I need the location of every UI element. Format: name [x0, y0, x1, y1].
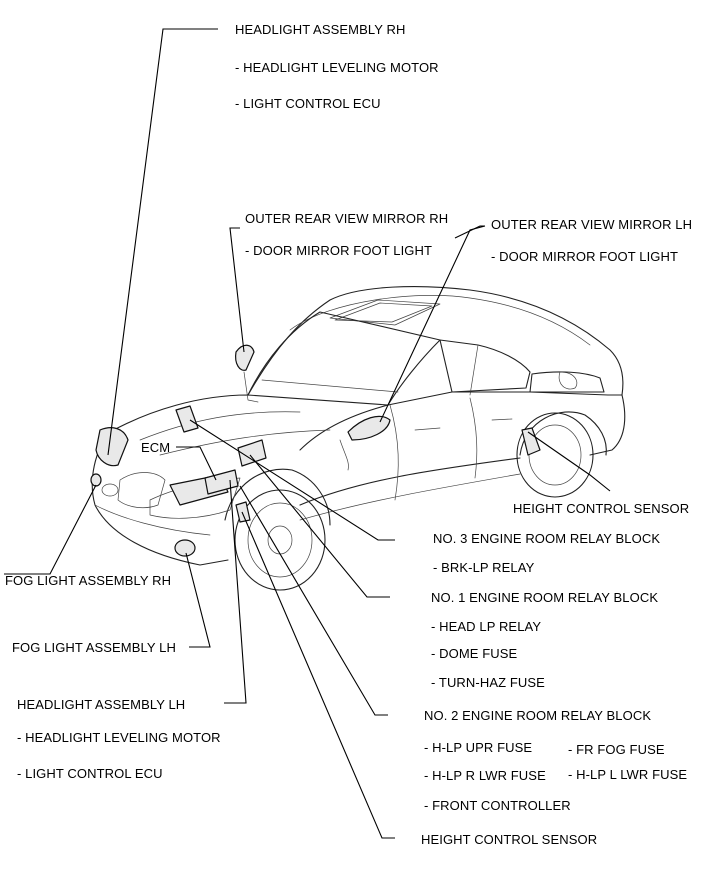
label-outer-mirror-rh: OUTER REAR VIEW MIRROR RH [245, 211, 449, 226]
label-relay-block-1: NO. 1 ENGINE ROOM RELAY BLOCK [431, 590, 659, 605]
label-fog-light-rh: FOG LIGHT ASSEMBLY RH [5, 573, 172, 588]
label-mirror-rh-foot-light: - DOOR MIRROR FOOT LIGHT [245, 243, 433, 258]
label-dome-fuse: - DOME FUSE [431, 646, 518, 661]
label-relay-block-2: NO. 2 ENGINE ROOM RELAY BLOCK [424, 708, 652, 723]
label-outer-mirror-lh: OUTER REAR VIEW MIRROR LH [491, 217, 693, 232]
label-brk-lp-relay: - BRK-LP RELAY [433, 560, 535, 575]
label-hlp-r-lwr-fuse: - H-LP R LWR FUSE [424, 768, 546, 783]
label-fr-fog-fuse: - FR FOG FUSE [568, 742, 665, 757]
label-mirror-lh-foot-light: - DOOR MIRROR FOOT LIGHT [491, 249, 679, 264]
label-headlight-lh-light-control-ecu: - LIGHT CONTROL ECU [17, 766, 163, 781]
label-height-control-sensor-front: HEIGHT CONTROL SENSOR [421, 832, 598, 847]
label-headlight-assembly-rh: HEADLIGHT ASSEMBLY RH [235, 22, 406, 37]
label-headlight-rh-leveling-motor: - HEADLIGHT LEVELING MOTOR [235, 60, 439, 75]
label-relay-block-3: NO. 3 ENGINE ROOM RELAY BLOCK [433, 531, 661, 546]
label-headlight-lh-leveling-motor: - HEADLIGHT LEVELING MOTOR [17, 730, 221, 745]
label-headlight-rh-light-control-ecu: - LIGHT CONTROL ECU [235, 96, 381, 111]
label-head-lp-relay: - HEAD LP RELAY [431, 619, 542, 634]
label-height-control-sensor-rear: HEIGHT CONTROL SENSOR [513, 501, 690, 516]
label-ecm: ECM [141, 440, 171, 455]
label-fog-light-lh: FOG LIGHT ASSEMBLY LH [12, 640, 176, 655]
label-headlight-assembly-lh: HEADLIGHT ASSEMBLY LH [17, 697, 186, 712]
label-turn-haz-fuse: - TURN-HAZ FUSE [431, 675, 545, 690]
leader-lines [4, 28, 611, 839]
label-front-controller: - FRONT CONTROLLER [424, 798, 571, 813]
label-hlp-l-lwr-fuse: - H-LP L LWR FUSE [568, 767, 688, 782]
label-hlp-upr-fuse: - H-LP UPR FUSE [424, 740, 533, 755]
